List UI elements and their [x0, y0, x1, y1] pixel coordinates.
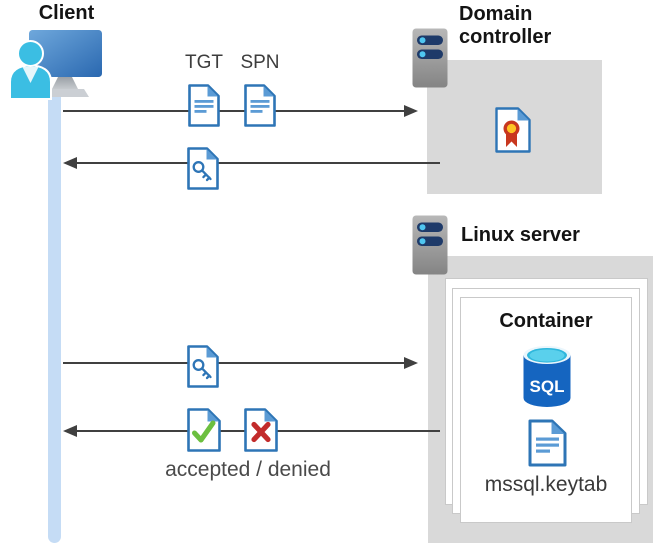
- container-card-front: [460, 297, 632, 523]
- ticket-key-document-icon: [187, 345, 219, 388]
- spn-label: SPN: [240, 52, 280, 73]
- ticket-key-document-icon: [187, 147, 219, 190]
- linux-server-icon: [412, 215, 448, 275]
- container-title: Container: [499, 310, 593, 332]
- arrowhead-right-icon: [404, 357, 418, 369]
- client-lifeline: [48, 97, 61, 543]
- certificate-document-icon: [495, 107, 531, 153]
- sql-database-label: SQL: [530, 377, 565, 396]
- tgt-label: TGT: [185, 52, 223, 73]
- user-at-monitor-icon: [9, 30, 102, 100]
- result-caption: accepted / denied: [165, 458, 331, 481]
- client-title: Client: [38, 2, 95, 24]
- denied-document-x-icon: [244, 408, 278, 452]
- domain-controller-server-icon: [412, 28, 448, 88]
- arrow-domain-controller-to-client: [63, 157, 440, 169]
- arrowhead-right-icon: [404, 105, 418, 117]
- tgt-document-icon: [188, 84, 220, 127]
- keytab-label: mssql.keytab: [484, 473, 608, 496]
- arrow-line: [63, 110, 407, 112]
- keytab-document-icon: [528, 419, 567, 467]
- sql-database-icon: SQL: [523, 346, 571, 407]
- arrow-client-to-domain-controller: [63, 105, 418, 117]
- arrow-line: [74, 162, 440, 164]
- arrowhead-left-icon: [63, 157, 77, 169]
- accepted-document-check-icon: [187, 408, 221, 452]
- spn-document-icon: [244, 84, 276, 127]
- domain-controller-title: Domain controller: [459, 3, 552, 48]
- arrow-client-to-linux-server: [63, 357, 418, 369]
- arrowhead-left-icon: [63, 425, 77, 437]
- arrow-line: [63, 362, 407, 364]
- linux-server-title: Linux server: [461, 224, 580, 246]
